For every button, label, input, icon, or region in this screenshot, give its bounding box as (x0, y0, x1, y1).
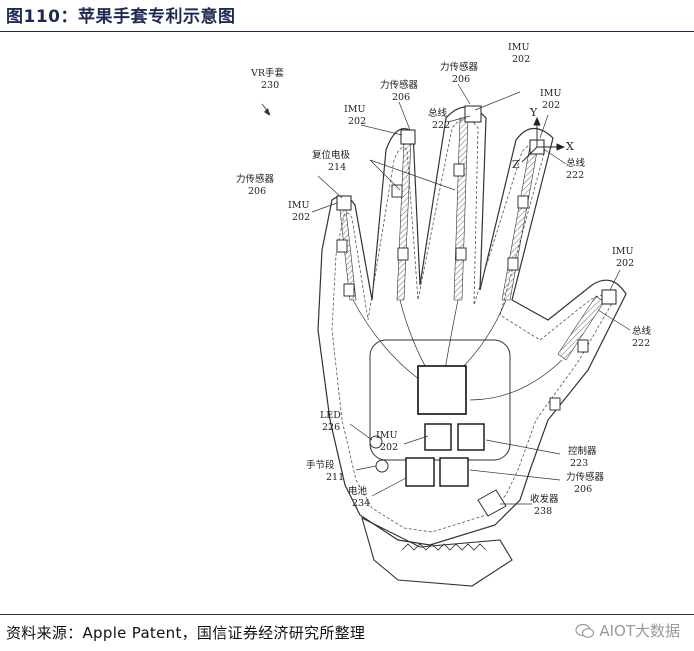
label-force-pinky-num: 206 (248, 186, 266, 197)
label-imu-index-num: 202 (542, 100, 560, 111)
glove-cuff (361, 516, 513, 587)
bus-wires (352, 299, 563, 401)
label-led-num: 226 (322, 422, 340, 433)
battery-block-1 (405, 457, 435, 487)
bus-channel-middle (453, 117, 469, 301)
knuckle-dot (375, 459, 389, 473)
label-force-index: 力传感器 (380, 79, 419, 91)
label-bus-top: 总线 (428, 107, 448, 119)
label-axis-z: Z (512, 158, 520, 171)
battery-block-2 (439, 457, 469, 487)
label-vr-glove: VR手套 (250, 67, 285, 79)
label-knuckle-num: 211 (326, 472, 344, 483)
vr-glove-arrow-head (264, 108, 270, 116)
label-force-middle-num: 206 (452, 74, 470, 85)
force-sensor-group (336, 163, 589, 411)
glove-patent-diagram: VR手套 230 IMU 202 力传感器 206 力传感器 206 IMU 2… (236, 42, 652, 587)
led-dot (369, 435, 383, 449)
label-imu-pinky-num: 202 (292, 212, 310, 223)
label-imu-middle-num: 202 (348, 116, 366, 127)
label-controller-num: 223 (570, 458, 588, 469)
cuff-zigzag (401, 543, 487, 551)
label-imu-thumb: IMU (612, 246, 634, 257)
label-imu-palm: IMU (376, 430, 398, 441)
label-battery: 电池 (348, 485, 368, 497)
label-battery-num: 234 (352, 498, 370, 509)
leader-lines (311, 83, 631, 505)
imu-ring-tip (400, 129, 416, 145)
bus-channel-index (501, 145, 539, 301)
label-force-index-num: 206 (392, 92, 410, 103)
label-force-pinky: 力传感器 (236, 173, 275, 185)
label-vr-glove-num: 230 (261, 80, 279, 91)
imu-pinky-tip (336, 195, 352, 211)
glove-outline (317, 106, 627, 546)
label-led: LED (320, 410, 341, 421)
title-rule (0, 31, 694, 32)
label-transceiver-num: 238 (534, 506, 552, 517)
label-bus-top-num: 222 (432, 120, 450, 131)
label-imu-palm-num: 202 (380, 442, 398, 453)
label-reset-electrode: 复位电极 (312, 149, 351, 161)
transceiver-block (477, 489, 507, 517)
label-reset-electrode-num: 214 (328, 162, 346, 173)
axis-indicator (521, 116, 566, 163)
label-bus-ring-num: 222 (566, 170, 584, 181)
bus-channel-thumb (557, 295, 605, 361)
imu-middle-tip (464, 105, 482, 123)
label-controller: 控制器 (568, 445, 597, 457)
wechat-icon (575, 623, 595, 638)
label-transceiver: 收发器 (530, 493, 559, 505)
figure-title: 图110：苹果手套专利示意图 (6, 7, 236, 27)
label-imu-pinky: IMU (288, 200, 310, 211)
label-imu-ring: IMU (508, 42, 530, 53)
bus-channel-ring (396, 139, 412, 301)
imu-palm-block-2 (457, 423, 485, 451)
label-bus-ring: 总线 (566, 157, 586, 169)
watermark: AIOT大数据 (575, 620, 680, 641)
watermark-text: AIOT大数据 (599, 622, 680, 640)
label-imu-ring-num: 202 (512, 54, 530, 65)
label-imu-index: IMU (540, 88, 562, 99)
label-force-palm-num: 206 (574, 484, 592, 495)
imu-thumb-tip (601, 289, 617, 305)
label-force-palm: 力传感器 (566, 471, 605, 483)
label-bus-thumb: 总线 (632, 325, 652, 337)
label-force-middle: 力传感器 (440, 61, 479, 73)
controller-block (417, 365, 467, 415)
imu-palm-block-1 (424, 423, 452, 451)
label-knuckle: 手节段 (306, 459, 335, 471)
source-rule (0, 614, 694, 615)
label-axis-x: X (566, 140, 574, 153)
source-caption: 资料来源：Apple Patent，国信证券经济研究所整理 (6, 624, 366, 642)
label-imu-middle: IMU (344, 104, 366, 115)
label-axis-y: Y (529, 106, 538, 119)
label-bus-thumb-num: 222 (632, 338, 650, 349)
label-imu-thumb-num: 202 (616, 258, 634, 269)
